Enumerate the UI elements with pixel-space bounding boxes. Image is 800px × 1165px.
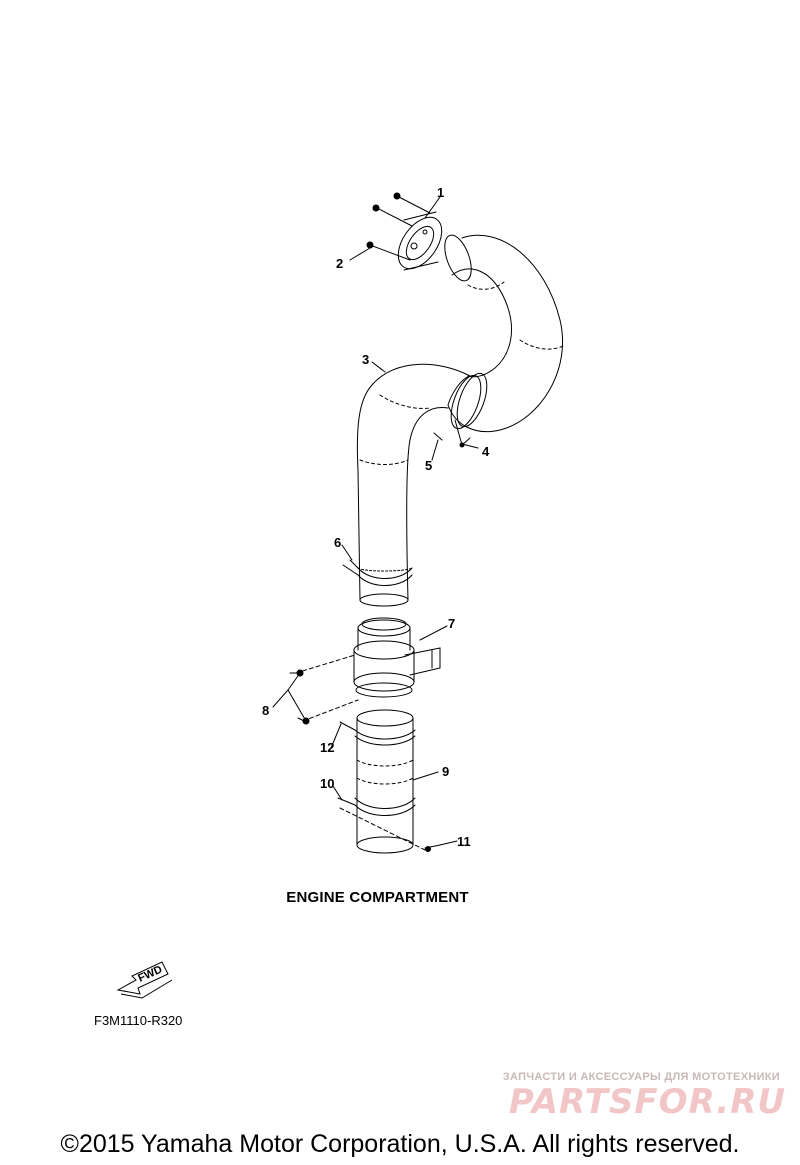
callout-3: 3: [362, 352, 369, 367]
watermark-tagline: ЗАПЧАСТИ И АКСЕССУАРЫ ДЛЯ МОТОТЕХНИКИ: [502, 1071, 780, 1083]
part-1-flange: [397, 211, 443, 271]
callout-11: 11: [457, 834, 471, 849]
callout-6: 6: [334, 535, 341, 550]
callout-7: 7: [448, 616, 455, 631]
callout-4: 4: [482, 444, 490, 459]
diagram-code: F3M1110-R320: [94, 1013, 183, 1028]
part-2-bolts: [366, 192, 431, 261]
callout-8: 8: [262, 703, 269, 718]
callout-9: 9: [442, 764, 449, 779]
part-3-exhaust-pipe: [356, 234, 566, 607]
callout-2: 2: [336, 256, 343, 271]
part-11-screw: [424, 844, 441, 852]
callout-1: 1: [437, 185, 444, 200]
copyright-notice: ©2015 Yamaha Motor Corporation, U.S.A. A…: [60, 1130, 740, 1158]
part-6-band: [342, 559, 413, 586]
leader-lines: [272, 196, 479, 846]
diagram-caption: ENGINE COMPARTMENT: [286, 889, 469, 906]
watermark-logo: PARTSFOR.RU: [508, 1082, 786, 1122]
callout-10: 10: [320, 776, 334, 791]
callout-12: 12: [320, 740, 334, 755]
part-8-screws: [289, 654, 359, 725]
callout-labels: 1 2 3 4 5 6 7 8 9 10 11 12: [262, 185, 490, 849]
part-7-bracket-coupler: [353, 617, 441, 698]
part-10-band: [337, 797, 426, 851]
callout-5: 5: [425, 458, 432, 473]
part-9-lower-pipe: [356, 709, 414, 854]
fwd-arrow-icon: FWD: [116, 961, 173, 999]
part-12-band: [339, 721, 416, 746]
